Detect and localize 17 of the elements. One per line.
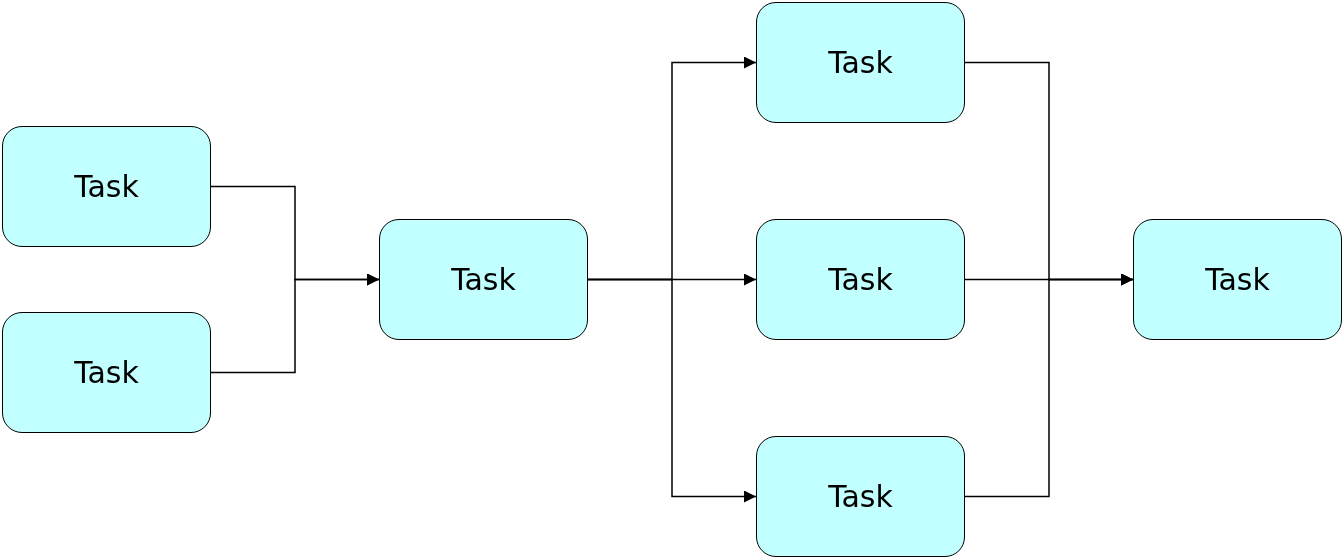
arrow [210,273,380,374]
task-box [379,219,588,340]
task-label: Task [451,262,516,297]
task-label: Task [828,479,893,514]
arrow [587,278,757,503]
task-label: Task [1205,262,1270,297]
task-box [756,2,965,123]
task-box [756,436,965,557]
task-box [756,219,965,340]
task-label: Task [74,355,139,390]
task-box [2,312,211,433]
task-box [2,126,211,247]
task-label: Task [828,45,893,80]
arrow [964,273,1134,498]
task-label: Task [828,262,893,297]
task-box [1133,219,1342,340]
task-label: Task [74,169,139,204]
